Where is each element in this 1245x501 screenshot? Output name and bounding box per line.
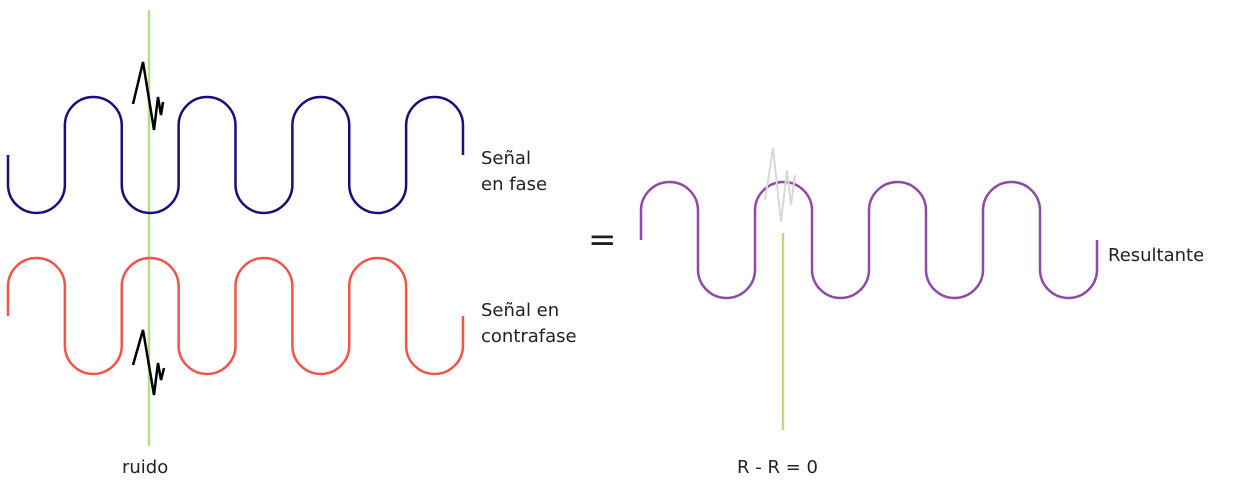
- noise-spike-bottom: [131, 329, 166, 396]
- result-label: Resultante: [1108, 245, 1205, 266]
- noise-label: ruido: [122, 457, 169, 478]
- result-wave: [639, 180, 1099, 300]
- noise-faded-residue: [764, 147, 796, 223]
- equals-sign: =: [588, 220, 617, 260]
- anti-phase-wave: [6, 256, 465, 376]
- anti-phase-label-line1: Señal en: [481, 300, 560, 321]
- noise-spike-top: [131, 61, 165, 131]
- in-phase-label-line2: en fase: [481, 174, 548, 195]
- anti-phase-label-line2: contrafase: [481, 326, 577, 347]
- in-phase-label-line1: Señal: [481, 148, 531, 169]
- formula-label: R - R = 0: [737, 457, 818, 478]
- in-phase-wave: [6, 95, 465, 215]
